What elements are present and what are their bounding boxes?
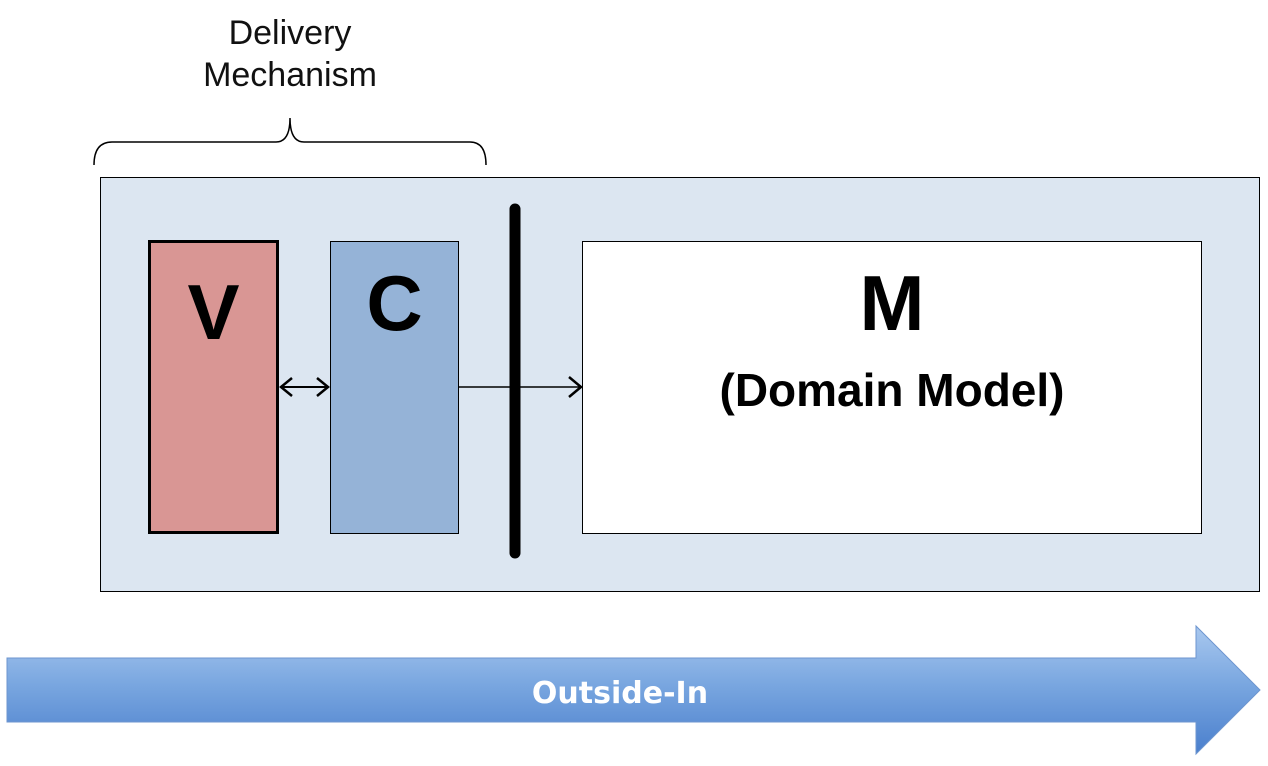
delivery-mechanism-brace [93,117,487,166]
delivery-mechanism-label: Delivery Mechanism [140,12,440,96]
model-box: M [582,241,1202,534]
view-box-label: V [187,268,240,356]
view-box: V [148,240,279,534]
controller-box-label: C [366,259,423,347]
controller-box: C [330,241,459,534]
model-box-sublabel: (Domain Model) [719,364,1065,416]
delivery-mechanism-label-line1: Delivery [228,14,352,52]
model-box-label: M [859,259,925,347]
delivery-mechanism-label-line2: Mechanism [203,56,377,94]
outside-in-label: Outside-In [531,676,709,711]
